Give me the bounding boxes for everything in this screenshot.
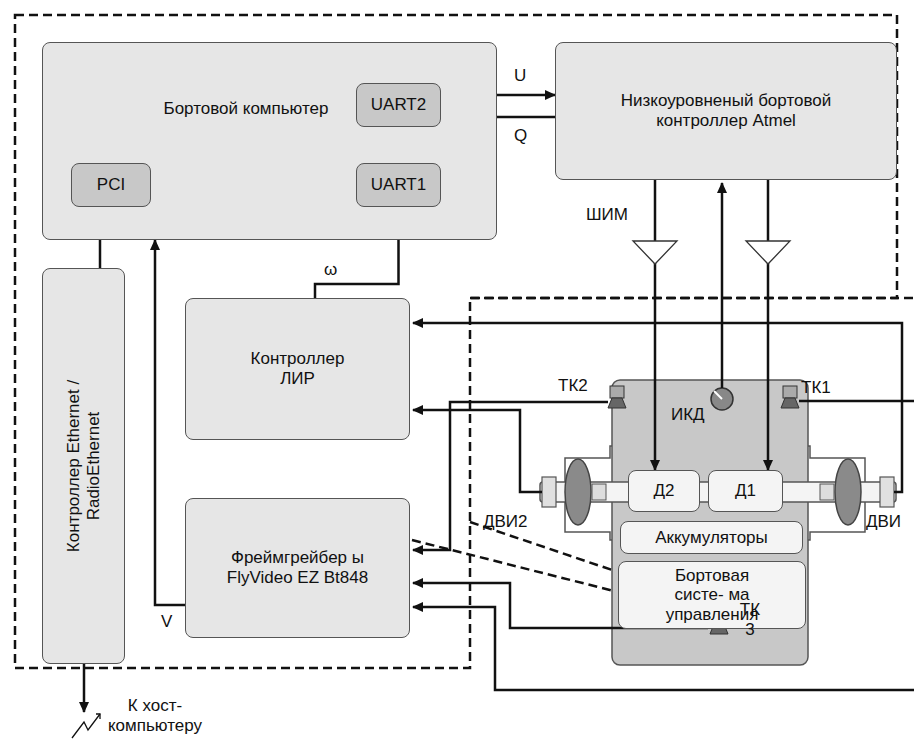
amplifier-symbol	[633, 241, 677, 264]
camera-wire	[799, 400, 914, 403]
camera-label: ТК 3	[737, 600, 763, 639]
node-label: Фреймгрейбер ы FlyVideo EZ Bt848	[223, 548, 373, 587]
node-label: Аккумуляторы	[655, 528, 768, 548]
motor-box: Д1	[708, 470, 783, 512]
network-controller-box: Контроллер Ethernet / RadioEthernet	[42, 268, 125, 664]
port-box: UART1	[356, 163, 441, 207]
encoder	[542, 477, 556, 507]
camera-label: ТК2	[558, 376, 588, 396]
robot-boundary	[470, 297, 914, 300]
wheel-hub	[820, 484, 834, 500]
node-label: Контроллер Ethernet / RadioEthernet	[64, 359, 103, 574]
signal-label: ω	[324, 260, 337, 280]
node-label: UART2	[371, 95, 426, 115]
control-system-box: Бортовая систе- ма управления	[618, 561, 806, 629]
gyro-sensor	[711, 388, 733, 410]
node-label: Контроллер ЛИР	[238, 349, 358, 388]
onboard-boundary	[15, 15, 897, 668]
encoder-label: ДВИ2	[483, 512, 528, 532]
signal-label: ШИМ	[586, 205, 628, 225]
wheel-hub	[592, 484, 606, 500]
signal-label: Q	[514, 126, 527, 146]
wheel	[835, 459, 861, 525]
robot-body	[612, 380, 808, 665]
framegrabber-box: Фреймгрейбер ы FlyVideo EZ Bt848	[185, 498, 410, 638]
signal-label: V	[161, 612, 172, 632]
node-label: Д1	[735, 481, 756, 501]
camera	[781, 386, 799, 408]
amplifier-symbol	[746, 241, 790, 264]
encoder-wire	[413, 323, 902, 492]
radio-symbol	[72, 714, 100, 738]
signal-arrow	[767, 180, 770, 470]
signal-arrow	[155, 240, 185, 605]
camera-label: ТК1	[801, 378, 831, 398]
sensor-label: ИКД	[671, 405, 705, 425]
node-label: Бортовой компьютер	[146, 99, 346, 119]
signal-arrow	[654, 180, 657, 470]
gyro-needle	[714, 391, 722, 399]
host-link	[83, 664, 86, 712]
radio-symbol	[96, 714, 100, 719]
encoder-wire	[413, 410, 542, 492]
gyro-wire	[721, 183, 724, 388]
controller-box: Низкоуровненый бортовой контроллер Atmel	[555, 42, 897, 180]
motor-box: Д2	[628, 470, 700, 512]
wheel	[565, 459, 591, 525]
computer-box: UART2PCI UART1 Бортовой компьютер	[42, 42, 497, 240]
node-label: UART1	[371, 175, 426, 195]
port-box: PCI	[71, 163, 151, 207]
encoder	[880, 477, 894, 507]
node-label: Низкоуровненый бортовой контроллер Atmel	[591, 91, 861, 130]
host-note: К хост- компьютеру	[100, 696, 210, 735]
encoder-label: ДВИ	[866, 512, 901, 532]
camera	[608, 386, 626, 408]
camera-wire	[413, 402, 608, 550]
node-label: Д2	[654, 481, 675, 501]
node-label: PCI	[97, 175, 125, 195]
encoder-controller-box: Контроллер ЛИР	[185, 298, 410, 440]
port-box: UART2	[356, 83, 441, 127]
battery-box: Аккумуляторы	[620, 521, 803, 554]
signal-label: U	[514, 66, 526, 86]
